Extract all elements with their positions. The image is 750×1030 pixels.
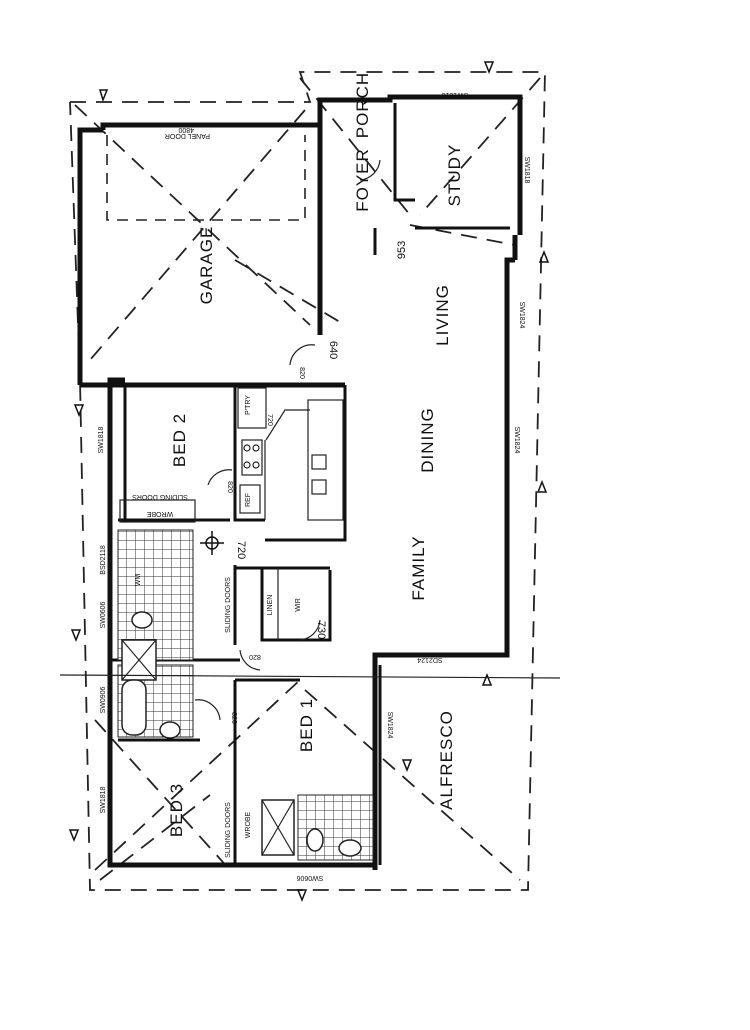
sliding-doors-bed3: SLIDING DOORS bbox=[225, 802, 232, 858]
window-family: SD2124 bbox=[417, 656, 442, 663]
window-bed2: SW1818 bbox=[98, 426, 105, 453]
kitchen-fittings bbox=[200, 439, 327, 555]
sliding-doors-bed2: SLIDING DOORS bbox=[132, 493, 188, 500]
panel-door-width: 4800 bbox=[178, 126, 194, 133]
panel-door-label: PANEL DOOR bbox=[165, 132, 210, 139]
room-foyer: FOYER bbox=[353, 148, 372, 212]
dim-720: 720 bbox=[235, 541, 247, 559]
downpipe-markers bbox=[59, 61, 561, 903]
room-porch: PORCH bbox=[353, 72, 372, 138]
room-living: LIVING bbox=[433, 284, 452, 346]
room-family: FAMILY bbox=[409, 535, 428, 600]
room-labels: GARAGE PORCH FOYER STUDY LIVING DINING F… bbox=[132, 72, 464, 858]
washing-machine-label: WM bbox=[135, 574, 142, 587]
window-bed3: SW1818 bbox=[100, 786, 107, 813]
dim-953: 953 bbox=[396, 241, 408, 259]
room-pantry: P'TRY bbox=[245, 395, 252, 415]
room-wir: WIR bbox=[295, 598, 302, 612]
window-ensuite: BSD2118 bbox=[100, 545, 107, 575]
door-820-c: 820 bbox=[249, 653, 261, 660]
dimension-labels: 953 640 720 730 820 820 820 820 720 SW18… bbox=[98, 91, 530, 881]
room-study: STUDY bbox=[445, 144, 464, 207]
window-bath: SW0906 bbox=[100, 686, 107, 713]
room-bed1: BED 1 bbox=[297, 698, 316, 752]
window-top: SW1818 bbox=[441, 91, 468, 98]
dim-640: 640 bbox=[327, 341, 339, 359]
window-living-2: SW1824 bbox=[513, 427, 520, 454]
room-garage: GARAGE bbox=[197, 226, 216, 305]
window-bed1: SW1824 bbox=[386, 712, 393, 739]
wrobe-bed2: WROBE bbox=[146, 510, 173, 517]
exterior-walls bbox=[77, 94, 523, 870]
garage-panel-door: PANEL DOOR 4800 bbox=[106, 126, 306, 221]
interior-walls bbox=[110, 103, 510, 865]
fridge-label: REF bbox=[245, 493, 252, 507]
sliding-doors-hall: SLIDING DOORS bbox=[225, 577, 232, 633]
door-820-a: 820 bbox=[298, 367, 305, 379]
door-swings bbox=[194, 159, 381, 721]
room-linen: LINEN bbox=[267, 595, 274, 616]
room-bed2: BED 2 bbox=[170, 413, 189, 467]
wet-areas bbox=[117, 529, 374, 861]
wrobe-bed1: WROBE bbox=[245, 811, 252, 838]
window-study-side: SW1818 bbox=[523, 157, 530, 184]
room-dining: DINING bbox=[418, 407, 437, 473]
room-bed3: BED 3 bbox=[167, 783, 186, 837]
window-living-1: SW1824 bbox=[518, 302, 525, 329]
window-bottom: SW0606 bbox=[296, 874, 323, 881]
room-alfresco: ALFRESCO bbox=[437, 710, 456, 810]
door-720: 720 bbox=[266, 414, 273, 426]
window-laundry: SW0606 bbox=[100, 601, 107, 628]
dim-730: 730 bbox=[315, 621, 327, 639]
door-820-d: 820 bbox=[230, 712, 237, 724]
door-820-b: 820 bbox=[226, 481, 233, 493]
